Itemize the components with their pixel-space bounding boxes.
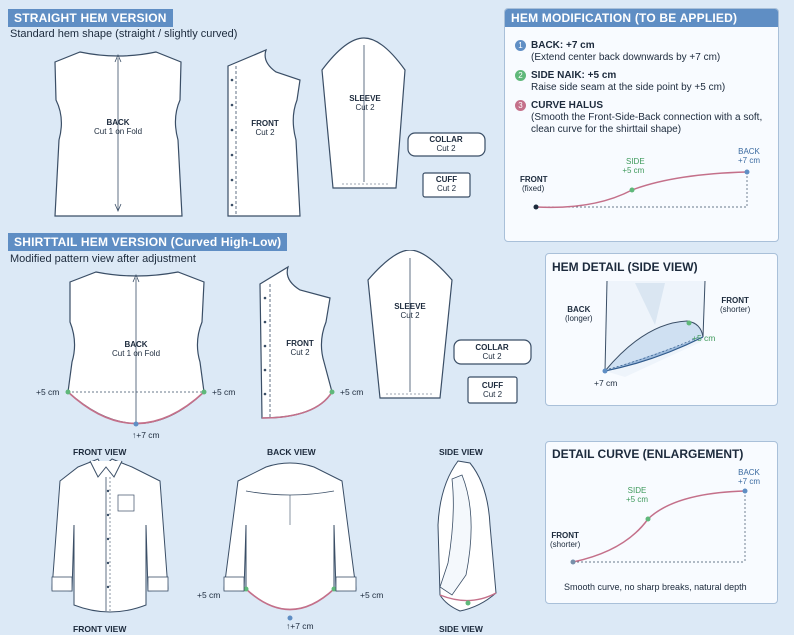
- curve-side-label: SIDE+5 cm: [626, 486, 649, 504]
- curve-back-point: [742, 488, 748, 494]
- modification-curve-graph: [533, 169, 750, 210]
- back-pattern-piece: [54, 51, 183, 217]
- back-left-side-point: [65, 389, 71, 395]
- shirt-illustrations: [51, 458, 497, 621]
- collar-pattern-piece: [407, 132, 486, 157]
- back-view-center-point: [287, 615, 293, 621]
- back-view-right-measure: +5 cm: [360, 590, 384, 600]
- back-center-measure: ↑+7 cm: [132, 430, 160, 440]
- hem-modification-panel: HEM MODIFICATION (TO BE APPLIED): [504, 8, 779, 242]
- hem-detail-title: HEM DETAIL (SIDE VIEW): [552, 260, 698, 274]
- back-view-title: BACK VIEW: [267, 447, 316, 457]
- front-side-measure: +5 cm: [340, 387, 364, 397]
- back-view-center-measure: ↑+7 cm: [286, 621, 314, 631]
- detail-curve-title: DETAIL CURVE (ENLARGEMENT): [552, 447, 744, 461]
- chart-back-label: BACK+7 cm: [738, 147, 761, 165]
- sleeve-pattern-piece: [321, 37, 406, 189]
- back-right-side-point: [201, 389, 207, 395]
- curve-side-point: [645, 516, 651, 522]
- modification-3-head: CURVE HALUS: [531, 100, 604, 111]
- chart-front-label: FRONT(fixed): [520, 175, 548, 193]
- modification-item-side: 2 SIDE NAIK: +5 cm Raise side seam at th…: [515, 70, 775, 94]
- modification-2-desc: Raise side seam at the side point by +5 …: [531, 82, 726, 93]
- front-point: [533, 204, 539, 210]
- cuff-pattern-piece: [422, 172, 471, 198]
- detail-curve-caption: Smooth curve, no sharp breaks, natural d…: [564, 582, 747, 592]
- hem-detail-front-label: FRONT(shorter): [720, 296, 751, 314]
- back-view-shirt: [223, 462, 357, 621]
- front-side-point: [329, 389, 335, 395]
- straight-pattern-pieces: [54, 37, 486, 217]
- shirttail-pattern-pieces: [65, 250, 532, 427]
- hem-detail-back-measure: +7 cm: [594, 378, 618, 388]
- hem-modification-title: HEM MODIFICATION (TO BE APPLIED): [505, 9, 778, 27]
- side-view-caption: SIDE VIEW: [439, 624, 483, 634]
- hem-detail-back-label: BACK(longer): [565, 305, 593, 323]
- collar-shirttail-piece: [453, 339, 532, 365]
- side-view-shirt: [437, 460, 497, 612]
- hem-detail-illustration: [602, 280, 706, 377]
- back-view-left-point: [243, 586, 249, 592]
- detail-back-point: [602, 368, 608, 374]
- modification-1-desc: (Extend center back downwards by +7 cm): [531, 52, 721, 63]
- back-view-left-measure: +5 cm: [197, 590, 221, 600]
- front-pattern-piece: [227, 48, 301, 217]
- detail-curve-graph: [570, 488, 748, 565]
- chart-side-label: SIDE+5 cm: [622, 157, 645, 175]
- hem-detail-side-measure: +5 cm: [692, 333, 716, 343]
- modification-2-head: SIDE NAIK: +5 cm: [531, 70, 617, 81]
- step-2-badge: 2: [515, 70, 526, 81]
- back-left-side-measure: +5 cm: [36, 387, 60, 397]
- side-view-point: [465, 600, 471, 606]
- side-point: [629, 187, 635, 193]
- side-view-title: SIDE VIEW: [439, 447, 483, 457]
- shirttail-hem-subtitle: Modified pattern view after adjustment: [10, 253, 196, 265]
- modification-list: 1 BACK: +7 cm (Extend center back downwa…: [515, 40, 775, 136]
- detail-curve-panel: [545, 441, 778, 604]
- detail-side-point: [686, 320, 692, 326]
- straight-hem-subtitle: Standard hem shape (straight / slightly …: [10, 28, 238, 40]
- modification-1-head: BACK: +7 cm: [531, 40, 595, 51]
- back-center-point: [133, 421, 139, 427]
- shirttail-hem-title: SHIRTTAIL HEM VERSION (Curved High-Low): [8, 233, 288, 251]
- step-3-badge: 3: [515, 100, 526, 111]
- curve-front-label: FRONT(shorter): [550, 531, 581, 549]
- cuff-shirttail-piece: [467, 376, 518, 404]
- back-view-right-point: [331, 586, 337, 592]
- back-point: [744, 169, 750, 175]
- straight-hem-title: STRAIGHT HEM VERSION: [8, 9, 173, 27]
- modification-3-desc: (Smooth the Front-Side-Back connection w…: [531, 112, 763, 135]
- modification-item-curve: 3 CURVE HALUS (Smooth the Front-Side-Bac…: [515, 100, 775, 136]
- curve-front-point: [570, 559, 576, 565]
- front-view-shirt: [51, 458, 169, 613]
- curve-back-label: BACK+7 cm: [738, 468, 761, 486]
- back-right-side-measure: +5 cm: [212, 387, 236, 397]
- front-view-caption: FRONT VIEW: [73, 624, 127, 634]
- modification-item-back: 1 BACK: +7 cm (Extend center back downwa…: [515, 40, 775, 64]
- front-view-title: FRONT VIEW: [73, 447, 127, 457]
- step-1-badge: 1: [515, 40, 526, 51]
